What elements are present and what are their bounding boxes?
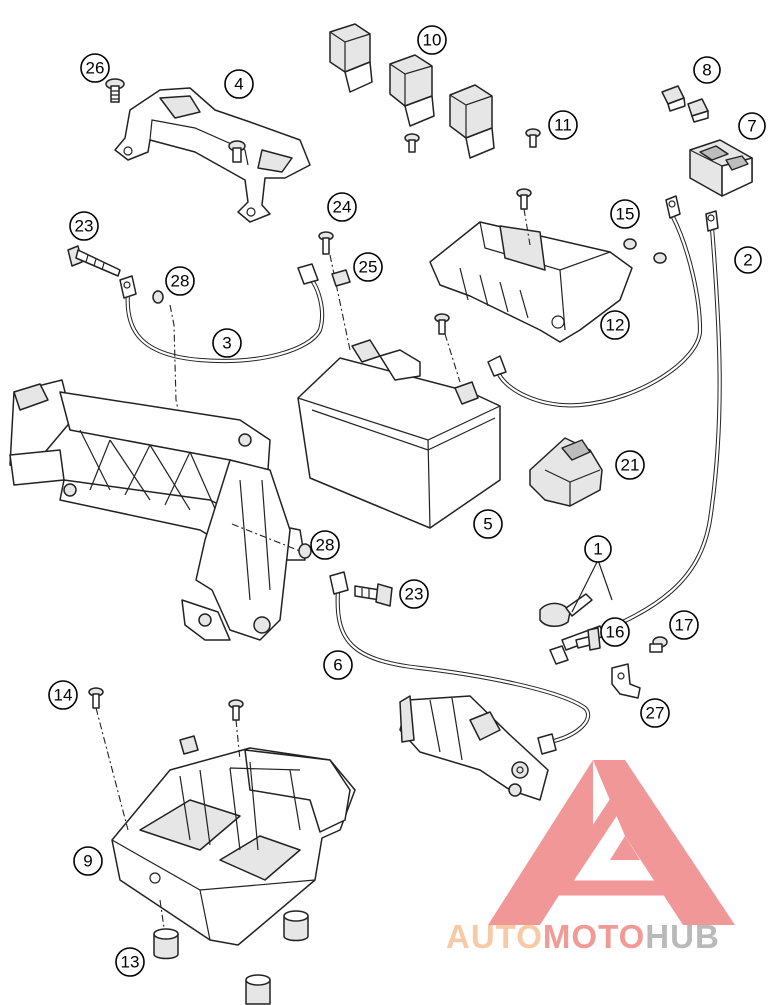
bolt-part-5b — [434, 313, 461, 383]
screw-part-11 — [525, 128, 541, 148]
bolt-part-4b — [228, 140, 246, 163]
svg-text:21: 21 — [621, 456, 640, 475]
frame — [9, 379, 306, 641]
bolt-part-24 — [318, 231, 351, 351]
callout-28-top: 28 — [165, 266, 195, 296]
cable-part-6 — [329, 571, 591, 755]
svg-text:3: 3 — [222, 334, 231, 353]
svg-text:8: 8 — [702, 61, 711, 80]
callout-8: 8 — [693, 56, 721, 84]
battery-part-5 — [297, 339, 501, 529]
svg-text:25: 25 — [359, 258, 378, 277]
watermark-hub: HUB — [645, 918, 720, 955]
nut-part-15 — [623, 238, 667, 264]
svg-text:7: 7 — [747, 117, 756, 136]
svg-text:10: 10 — [423, 31, 442, 50]
bolt-part-9b — [228, 699, 244, 761]
washer-part-28b — [298, 543, 312, 559]
callout-1: 1 — [584, 535, 612, 563]
relay-part-10a — [329, 23, 373, 93]
starter-motor — [399, 695, 549, 801]
leader-dash-28a — [169, 304, 179, 411]
callout-6: 6 — [323, 650, 353, 680]
svg-text:11: 11 — [554, 116, 572, 135]
callout-24: 24 — [327, 192, 357, 222]
starter-relay-part-7 — [689, 139, 753, 197]
callout-27: 27 — [640, 698, 670, 728]
svg-text:23: 23 — [75, 217, 94, 236]
callout-15: 15 — [610, 199, 640, 229]
callout-14: 14 — [48, 680, 78, 710]
callout-17: 17 — [669, 610, 699, 640]
battery-holder-part-9 — [111, 747, 356, 946]
svg-text:14: 14 — [54, 686, 73, 705]
terminal-cap-part-21 — [529, 437, 603, 507]
callout-7: 7 — [738, 112, 766, 140]
callout-12: 12 — [600, 310, 630, 340]
callout-26: 26 — [80, 53, 110, 83]
svg-text:13: 13 — [121, 953, 140, 972]
bolt-part-14 — [88, 687, 129, 831]
callout-5: 5 — [473, 509, 503, 539]
callout-25: 25 — [353, 252, 383, 282]
svg-text:17: 17 — [675, 616, 694, 635]
bracket-part-4 — [114, 87, 311, 223]
cable-part-3 — [119, 263, 325, 364]
callout-10: 10 — [417, 25, 447, 55]
leader-line-1 — [571, 559, 613, 613]
callout-2: 2 — [734, 246, 762, 274]
bolt-part-26 — [105, 78, 125, 103]
svg-text:5: 5 — [483, 515, 492, 534]
watermark-text: AUTOMOTOHUB — [446, 918, 720, 956]
svg-text:4: 4 — [234, 75, 243, 94]
relay-part-10c — [449, 84, 495, 159]
callout-4: 4 — [224, 69, 254, 99]
callout-21: 21 — [615, 450, 645, 480]
nut-part-25 — [331, 269, 351, 287]
nut-part-9c — [179, 735, 199, 755]
bolt-part-16 — [575, 627, 601, 651]
svg-text:28: 28 — [171, 272, 190, 291]
bolt-part-23a — [67, 245, 121, 277]
svg-text:2: 2 — [743, 251, 752, 270]
svg-text:26: 26 — [86, 59, 105, 78]
leader-dash-28b — [231, 523, 301, 552]
bracket-part-27 — [611, 663, 641, 699]
cable-part-2 — [487, 195, 722, 643]
callout-11: 11 — [548, 110, 578, 140]
watermark-moto: MOTO — [542, 918, 646, 955]
svg-text:28: 28 — [316, 536, 335, 555]
bolt-part-12 — [516, 188, 532, 246]
relay-part-10b — [389, 54, 435, 127]
svg-text:1: 1 — [593, 540, 602, 559]
svg-text:16: 16 — [606, 623, 625, 642]
bolt-part-23b — [354, 583, 393, 607]
rubber-pad-part-13 — [153, 899, 309, 1005]
watermark-auto: AUTO — [446, 918, 543, 955]
svg-text:12: 12 — [606, 316, 625, 335]
washer-part-28a — [152, 290, 164, 304]
callout-9: 9 — [73, 846, 103, 876]
screw-part-10 — [404, 133, 420, 153]
cover-part-12 — [429, 221, 633, 343]
callout-3: 3 — [212, 328, 242, 358]
callout-13: 13 — [115, 947, 145, 977]
fuse-part-8 — [661, 85, 709, 123]
callout-23-top: 23 — [69, 211, 99, 241]
bolt-part-17 — [649, 636, 668, 653]
svg-text:23: 23 — [405, 585, 424, 604]
svg-text:27: 27 — [646, 704, 665, 723]
svg-text:24: 24 — [333, 198, 352, 217]
watermark-logo-triangle — [488, 760, 735, 925]
svg-text:9: 9 — [83, 852, 92, 871]
callout-16: 16 — [600, 617, 630, 647]
callout-28-bottom: 28 — [310, 530, 340, 560]
callout-23-bottom: 23 — [399, 579, 429, 609]
svg-text:15: 15 — [616, 205, 635, 224]
svg-text:6: 6 — [333, 656, 342, 675]
